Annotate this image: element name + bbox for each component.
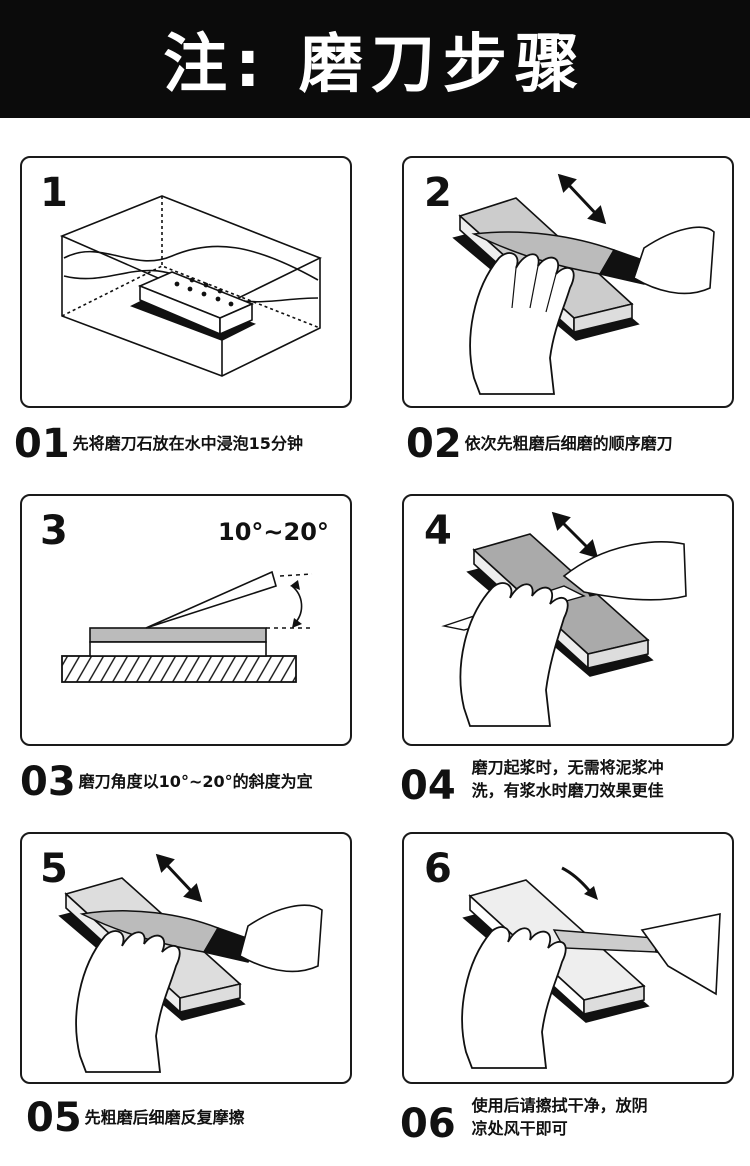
step-4-text-line-2: 洗，有浆水时磨刀效果更佳 (471, 781, 664, 801)
step-4-number: 04 (400, 763, 456, 809)
step-6-number: 06 (400, 1101, 456, 1147)
soaking-illustration (59, 195, 322, 377)
sharpening-coarse-illustration (452, 173, 715, 395)
header-banner: 注: 磨刀步骤 (0, 0, 750, 118)
step-3-digit: 3 (40, 508, 68, 554)
step-1-panel: 1 (20, 156, 352, 408)
step-5-number: 05 (26, 1095, 82, 1141)
step-2-number: 02 (406, 421, 462, 467)
step-5-caption: 05 先粗磨后细磨反复摩擦 (26, 1098, 245, 1138)
step-3-text: 磨刀角度以10°~20°的斜度为宜 (78, 772, 313, 792)
finishing-sharpening-illustration (461, 866, 721, 1069)
angle-label: 10°~20° (218, 518, 329, 546)
step-6-text: 使用后请擦拭干净，放阴 凉处风干即可 (472, 1094, 648, 1140)
step-6-panel: 6 (402, 832, 734, 1084)
step-6-text-line-2: 凉处风干即可 (471, 1119, 568, 1139)
step-6-digit: 6 (424, 846, 452, 892)
slurry-sharpening-illustration (441, 511, 687, 727)
step-2-digit: 2 (424, 170, 452, 216)
step-5-text: 先粗磨后细磨反复摩擦 (84, 1108, 245, 1128)
step-5-digit: 5 (40, 846, 68, 892)
step-3-number: 03 (20, 759, 76, 805)
page-title: 注: 磨刀步骤 (163, 28, 587, 102)
step-4-digit: 4 (424, 508, 452, 554)
step-4-text: 磨刀起浆时，无需将泥浆冲 洗，有浆水时磨刀效果更佳 (472, 756, 664, 802)
step-4-text-line-1: 磨刀起浆时，无需将泥浆冲 (471, 758, 664, 777)
angle-diagram (61, 570, 314, 683)
repeat-sharpening-illustration (58, 853, 323, 1073)
step-6-text-line-1: 使用后请擦拭干净，放阴 (471, 1096, 648, 1115)
step-4-caption: 04 磨刀起浆时，无需将泥浆冲 洗，有浆水时磨刀效果更佳 (400, 756, 664, 806)
step-6-caption: 06 使用后请擦拭干净，放阴 凉处风干即可 (400, 1094, 648, 1144)
step-5-panel: 5 (20, 832, 352, 1084)
step-2-panel: 2 (402, 156, 734, 408)
step-4-panel: 4 (402, 494, 734, 746)
step-2-caption: 02 依次先粗磨后细磨的顺序磨刀 (406, 424, 673, 464)
step-1-digit: 1 (40, 170, 68, 216)
step-3-caption: 03 磨刀角度以10°~20°的斜度为宜 (20, 762, 313, 802)
step-3-panel: 3 10°~20° (20, 494, 352, 746)
step-1-text: 先将磨刀石放在水中浸泡15分钟 (72, 434, 303, 454)
step-1-caption: 01 先将磨刀石放在水中浸泡15分钟 (14, 424, 303, 464)
step-1-number: 01 (14, 421, 70, 467)
step-2-text: 依次先粗磨后细磨的顺序磨刀 (464, 434, 673, 454)
